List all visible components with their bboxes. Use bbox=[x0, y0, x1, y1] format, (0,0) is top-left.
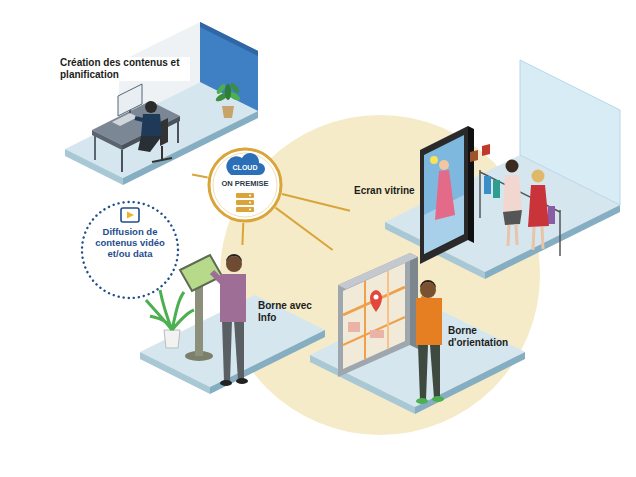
info-kiosk-scene-part bbox=[220, 274, 246, 322]
shop-window-scene-part bbox=[516, 224, 517, 245]
office-room-part bbox=[222, 106, 234, 118]
orientation-totem-scene-part bbox=[432, 396, 444, 402]
shop-window-scene bbox=[385, 60, 620, 279]
shop-window-scene-part bbox=[484, 176, 491, 194]
info-kiosk-scene-part bbox=[226, 254, 242, 262]
shop-window-scene-part bbox=[430, 156, 438, 164]
orientation-totem-scene-part bbox=[387, 271, 389, 349]
shop-window-scene-part bbox=[503, 210, 522, 225]
office-room-part bbox=[138, 136, 162, 152]
office-room-part bbox=[229, 82, 241, 94]
shop-window-scene-part bbox=[528, 185, 549, 227]
hub-circle-outline-part bbox=[249, 195, 251, 197]
orientation-totem-scene-part bbox=[416, 298, 442, 345]
office-room-part bbox=[177, 121, 179, 143]
orientation-totem-scene-part bbox=[343, 317, 405, 345]
office-room-part bbox=[225, 84, 231, 100]
office-room-part bbox=[92, 130, 122, 150]
orientation-totem-scene-part bbox=[343, 287, 405, 315]
shop-window-scene-part bbox=[559, 210, 561, 256]
shop-window-scene-part bbox=[533, 227, 534, 250]
shop-window-scene-part bbox=[470, 150, 478, 162]
shop-window-scene-part bbox=[482, 144, 490, 156]
broadcast-circle-outline-part bbox=[82, 202, 178, 298]
shop-window-scene-part bbox=[479, 170, 481, 218]
orientation-totem-scene-part bbox=[416, 398, 428, 404]
connector-line bbox=[192, 174, 208, 177]
orientation-totem-scene-part bbox=[420, 280, 436, 288]
info-kiosk-scene-part bbox=[164, 330, 180, 348]
office-room-part bbox=[145, 101, 157, 113]
hub-circle-outline-part bbox=[236, 200, 254, 205]
info-kiosk-scene-part bbox=[146, 290, 194, 330]
orientation-totem-scene-part bbox=[370, 330, 384, 338]
connector-line bbox=[241, 223, 244, 245]
shop-window-scene-part bbox=[435, 170, 455, 220]
hub-circle-outline-part bbox=[236, 207, 254, 212]
node-label: Ecran vitrine bbox=[354, 185, 424, 197]
shop-window-scene-part bbox=[485, 205, 620, 279]
info-kiosk-scene-part bbox=[220, 380, 232, 386]
shop-window-scene-part bbox=[520, 60, 620, 205]
orientation-totem-scene-part bbox=[343, 263, 405, 369]
info-kiosk-scene-part bbox=[222, 320, 232, 382]
shop-window-scene-part bbox=[532, 170, 545, 183]
info-kiosk-scene-part bbox=[195, 282, 203, 356]
orientation-totem-scene-part bbox=[370, 290, 382, 312]
office-room-part bbox=[118, 84, 142, 116]
office-room-part bbox=[161, 146, 163, 160]
shop-window-scene-part bbox=[439, 160, 449, 170]
shop-window-scene-part bbox=[420, 126, 468, 264]
shop-window-scene-part bbox=[468, 126, 474, 243]
broadcast-circle-outline-part bbox=[127, 212, 134, 219]
orientation-totem-scene-part bbox=[419, 297, 424, 305]
shop-window-scene-part bbox=[508, 225, 509, 246]
hub-circle-outline-part bbox=[236, 193, 254, 198]
node-label: Diffusion de contenus vidéo et/ou data bbox=[85, 226, 175, 259]
orientation-totem-scene bbox=[310, 253, 525, 414]
shop-window-scene-part bbox=[506, 160, 519, 173]
info-kiosk-scene-part bbox=[212, 272, 222, 282]
orientation-totem-scene-part bbox=[364, 281, 366, 359]
shop-window-station: Ecran vitrine bbox=[350, 100, 625, 280]
office-room-part bbox=[94, 135, 96, 160]
orientation-totem-scene-part bbox=[374, 295, 379, 300]
shop-window-scene-part bbox=[424, 135, 464, 254]
hub-circle: CLOUD ON PREMISE bbox=[207, 147, 283, 223]
orientation-totem-scene-part bbox=[348, 322, 360, 332]
office-room-part bbox=[141, 114, 162, 136]
broadcast-circle: Diffusion de contenus vidéo et/ou data bbox=[80, 200, 180, 300]
node-label: Création des contenus et planification bbox=[58, 57, 190, 81]
office-room-part bbox=[152, 158, 172, 162]
office-station: Création des contenus et planification bbox=[52, 15, 192, 190]
connector-line bbox=[276, 208, 333, 250]
shop-window-scene-part bbox=[542, 227, 543, 249]
info-kiosk-scene-part bbox=[180, 255, 222, 291]
info-kiosk-scene-part bbox=[236, 378, 248, 384]
office-room-part bbox=[135, 118, 143, 120]
office-room-part bbox=[200, 22, 258, 111]
hub-circle-outline-part bbox=[249, 209, 251, 211]
office-room-part bbox=[112, 113, 138, 126]
node-label: Borne avec Info bbox=[258, 300, 316, 324]
broadcast-circle-outline-part bbox=[121, 208, 139, 222]
shop-window-scene-part bbox=[503, 175, 522, 212]
connector-line bbox=[282, 194, 350, 211]
office-room-part bbox=[215, 83, 227, 95]
shop-window-scene-part bbox=[493, 180, 500, 198]
orientation-totem-scene-part bbox=[418, 345, 428, 400]
info-kiosk-scene bbox=[140, 254, 325, 394]
shop-window-scene-part bbox=[548, 206, 555, 224]
office-room-part bbox=[121, 150, 123, 172]
office-room-part bbox=[200, 22, 258, 56]
info-kiosk-station: Borne avec Info bbox=[185, 245, 320, 395]
orientation-totem-station: Borne d'orientation bbox=[322, 250, 532, 445]
node-label: CLOUD bbox=[207, 163, 283, 172]
info-kiosk-scene-part bbox=[234, 320, 244, 380]
node-label: ON PREMISE bbox=[207, 179, 283, 188]
orientation-totem-scene-part bbox=[430, 345, 440, 398]
node-label: Borne d'orientation bbox=[448, 325, 526, 349]
hub-circle-outline-part bbox=[249, 202, 251, 204]
